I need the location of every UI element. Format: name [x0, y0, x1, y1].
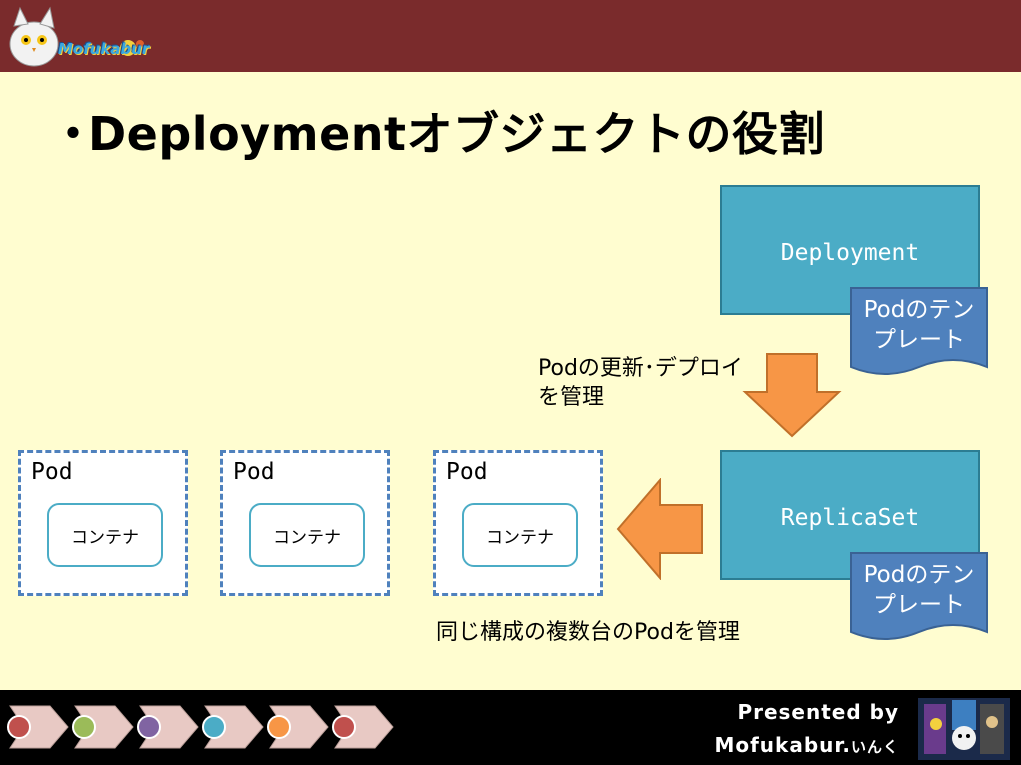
container-box: コンテナ: [249, 503, 365, 567]
template-line2: プレート: [873, 327, 965, 353]
replicaset-pod-template: Podのテン プレート: [850, 552, 988, 646]
pod-box: Pod コンテナ: [433, 450, 603, 596]
container-box: コンテナ: [47, 503, 163, 567]
deployment-label: Deployment: [780, 240, 920, 266]
presented-by-text: Presented by: [737, 700, 899, 724]
pod-label: Pod: [233, 459, 275, 485]
brand-suffix: いんく: [850, 738, 899, 756]
document-shape-icon: [850, 287, 988, 375]
deploy-note-line2: を管理: [538, 385, 605, 410]
pod-label: Pod: [31, 459, 73, 485]
document-shape-icon: [850, 552, 988, 640]
pod-box: Pod コンテナ: [18, 450, 188, 596]
template-text: Podのテン プレート: [850, 560, 988, 620]
container-box: コンテナ: [462, 503, 578, 567]
brand-text: Mofukabur.いんく: [714, 733, 899, 757]
mofukabur-logo: [9, 6, 144, 67]
template-line2: プレート: [873, 592, 965, 618]
replicaset-label: ReplicaSet: [780, 505, 920, 531]
progress-step-icon: [267, 705, 329, 749]
deploy-management-note: Podの更新･デプロイ を管理: [538, 354, 743, 412]
replicaset-management-note: 同じ構成の複数台のPodを管理: [436, 620, 740, 645]
title-bullet: ・: [50, 107, 97, 161]
template-line1: Podのテン: [863, 297, 975, 323]
brand-main: Mofukabur.: [714, 733, 851, 757]
title-text: Deploymentオブジェクトの役割: [88, 107, 826, 161]
slide-title: ・Deploymentオブジェクトの役割: [50, 98, 825, 164]
logo-text: Mofukabur: [58, 40, 150, 58]
progress-step-icon: [202, 705, 264, 749]
progress-step-icon: [7, 705, 69, 749]
deployment-pod-template: Podのテン プレート: [850, 287, 988, 381]
progress-step-icon: [332, 705, 394, 749]
progress-step-icon: [72, 705, 134, 749]
template-line1: Podのテン: [863, 562, 975, 588]
pod-box: Pod コンテナ: [220, 450, 390, 596]
progress-step-icon: [137, 705, 199, 749]
header-bar: [0, 0, 1021, 72]
character-avatar-icon: [918, 698, 1010, 760]
down-arrow-icon: [742, 353, 842, 438]
template-text: Podのテン プレート: [850, 295, 988, 355]
pod-label: Pod: [446, 459, 488, 485]
left-arrow-icon: [616, 478, 703, 580]
deploy-note-line1: Podの更新･デプロイ: [538, 356, 743, 381]
